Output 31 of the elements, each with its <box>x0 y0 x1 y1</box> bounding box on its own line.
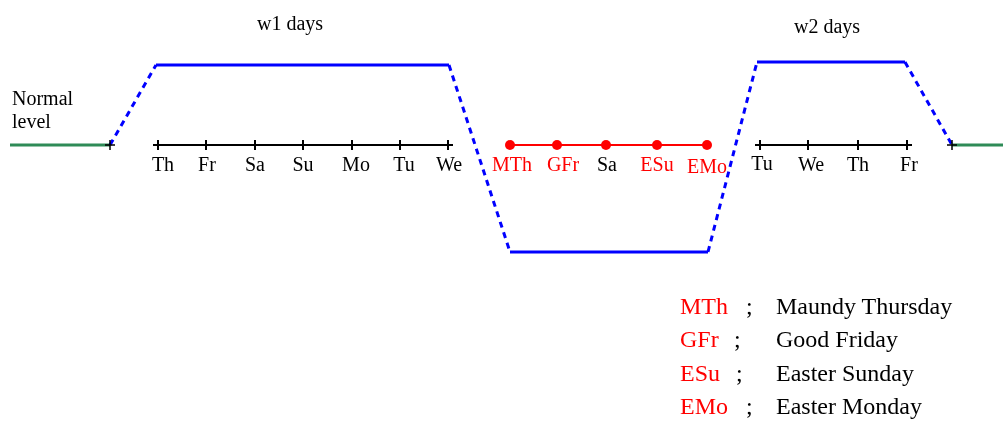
day-label: Su <box>292 153 314 176</box>
abbreviation: EMo <box>680 393 728 421</box>
separator: ; <box>734 326 741 354</box>
abbreviation-meaning: Good Friday <box>776 326 898 354</box>
day-label: Tu <box>393 153 415 176</box>
day-label: Tu <box>751 152 773 175</box>
abbreviation-meaning: Easter Sunday <box>776 360 914 388</box>
separator: ; <box>746 293 753 321</box>
day-label: Fr <box>900 153 918 176</box>
separator: ; <box>746 393 753 421</box>
holiday-label: GFr <box>546 153 580 176</box>
day-label: Th <box>846 153 870 176</box>
abbreviation-meaning: Easter Monday <box>776 393 922 421</box>
day-label: Th <box>151 153 175 176</box>
holiday-label: ESu <box>640 153 674 176</box>
holiday-label: EMo <box>687 155 727 178</box>
abbreviation: ESu <box>680 360 720 388</box>
period-label: w2 days <box>793 15 861 38</box>
day-label: Mo <box>342 153 370 176</box>
abbreviation-meaning: Maundy Thursday <box>776 293 953 321</box>
day-label: Sa <box>245 153 265 176</box>
day-label: Fr <box>198 153 216 176</box>
separator: ; <box>736 360 743 388</box>
day-label: We <box>435 153 463 176</box>
holiday-label: MTh <box>492 153 532 176</box>
period-label: w1 days <box>256 12 324 35</box>
abbreviation: GFr <box>680 326 719 354</box>
abbreviation: MTh <box>680 293 728 321</box>
day-label: We <box>797 153 825 176</box>
level-label: Normal level <box>12 87 75 133</box>
day-label: Sa <box>597 153 617 176</box>
